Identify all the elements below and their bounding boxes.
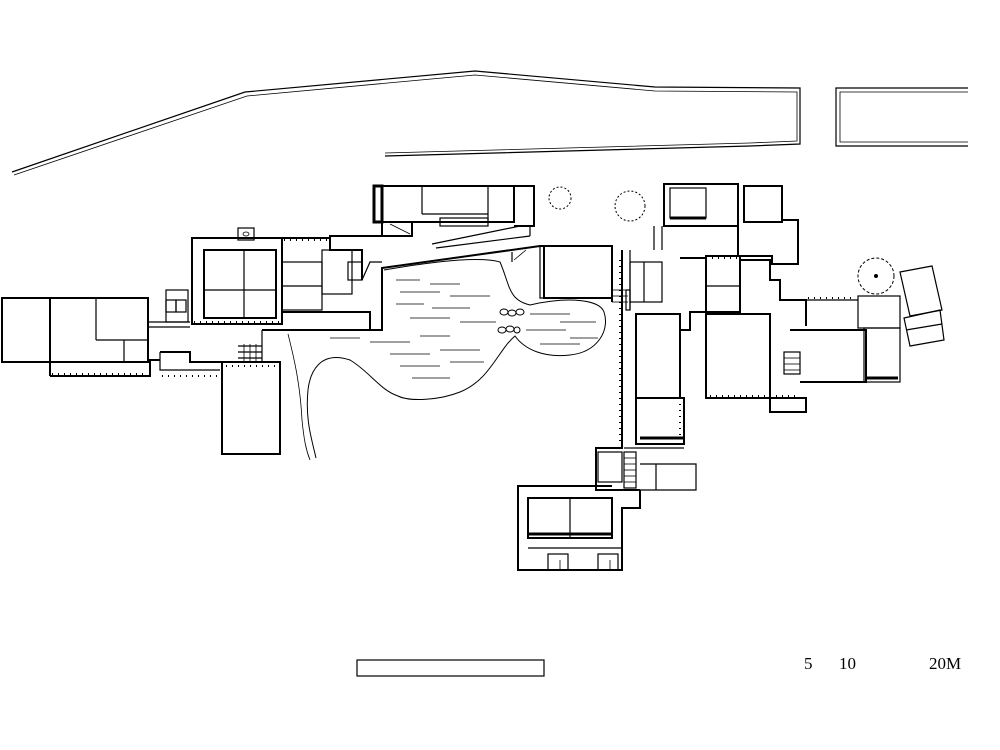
west-wing (1, 297, 190, 377)
stepping-stones (497, 308, 525, 334)
pond (287, 259, 606, 461)
site-boundary (11, 70, 968, 176)
tree-icon (548, 186, 895, 295)
block-east-main (680, 255, 901, 413)
block-central-east (612, 261, 685, 449)
block-northeast (653, 183, 799, 265)
pond-ripples (330, 279, 598, 379)
scale-label-10: 10 (839, 654, 856, 673)
pond-corridor (361, 245, 613, 331)
block-far-east (899, 265, 945, 347)
block-lower-left (221, 344, 281, 455)
block-north-central (372, 184, 535, 249)
corridor-central (595, 250, 640, 491)
block-south (517, 451, 697, 571)
scale-label-5: 5 (804, 654, 813, 673)
block-west-central (191, 227, 382, 362)
scale-bar (356, 659, 545, 677)
corridor-west (159, 289, 222, 377)
scale-label-20m: 20M (929, 654, 962, 673)
